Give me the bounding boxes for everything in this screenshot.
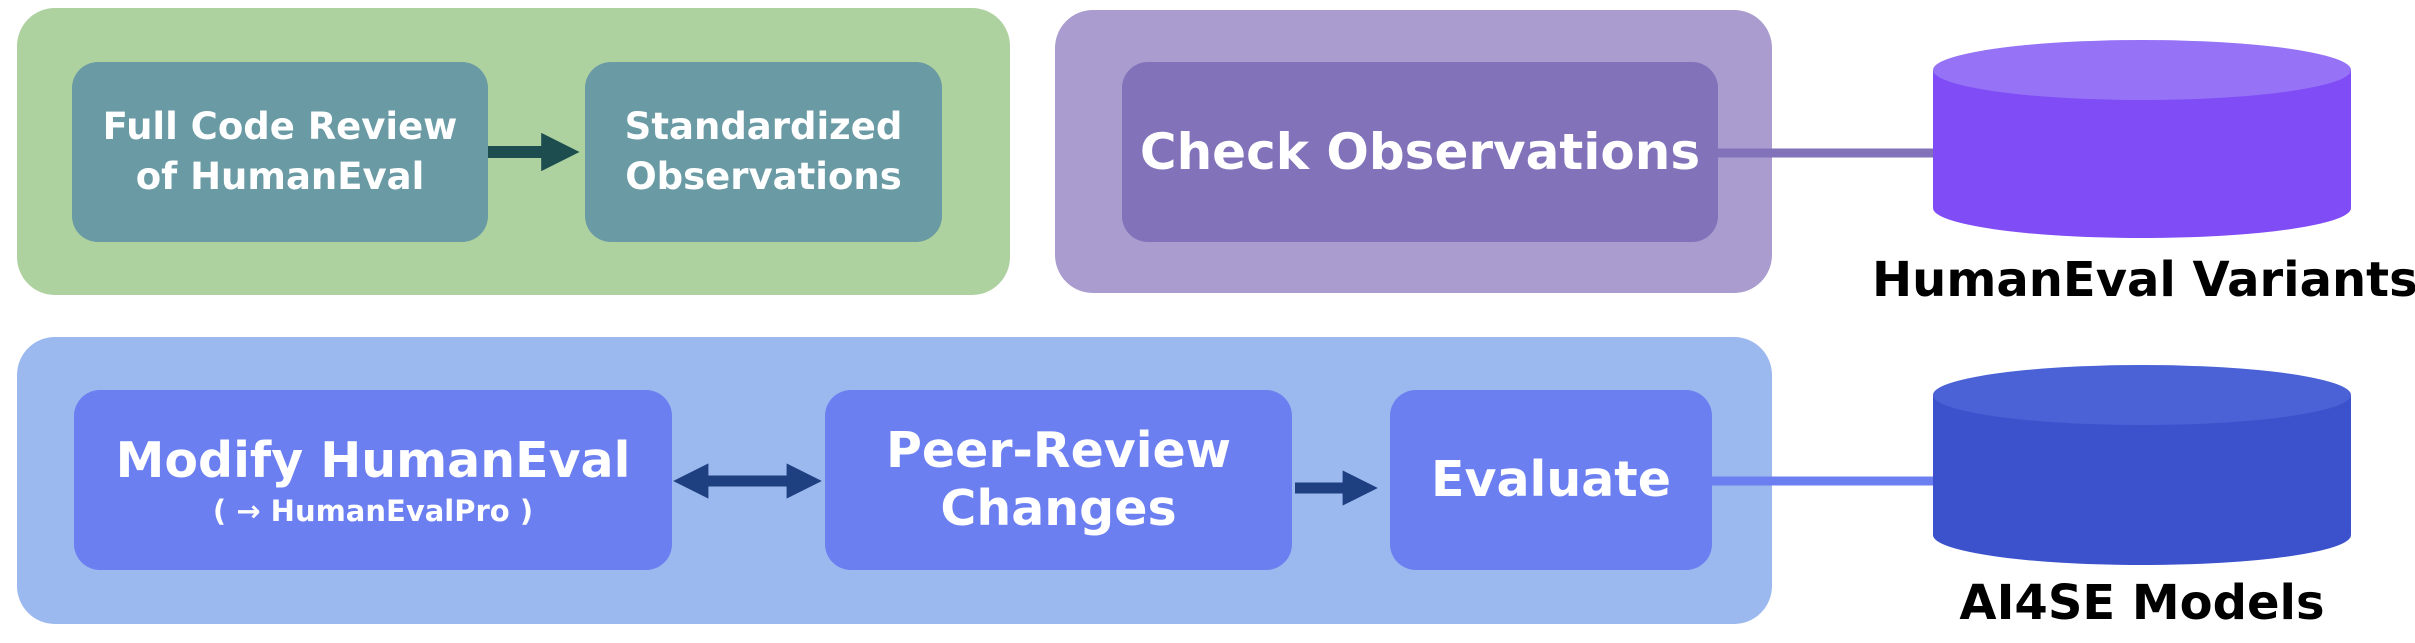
humaneval-variants-label: HumanEval Variants	[1872, 252, 2415, 308]
peer-review-changes-box: Peer-Review Changes	[825, 390, 1292, 570]
check-observations-label: Check Observations	[1139, 123, 1701, 181]
standardized-line1: Standardized	[624, 105, 903, 148]
humanevalpro-sublabel: ( → HumanEvalPro )	[212, 494, 534, 528]
check-observations-box: Check Observations	[1122, 62, 1718, 242]
full-code-review-line1: Full Code Review	[102, 105, 458, 148]
models-database-icon	[1933, 365, 2351, 565]
ai4se-models-label: AI4SE Models	[1959, 575, 2325, 631]
full-code-review-box: Full Code Review of HumanEval	[72, 62, 488, 242]
peer-review-line2: Changes	[940, 480, 1177, 537]
evaluate-label: Evaluate	[1431, 451, 1671, 508]
peer-review-line1: Peer-Review	[885, 422, 1232, 479]
standardized-observations-box: Standardized Observations	[585, 62, 942, 242]
full-code-review-line2: of HumanEval	[135, 155, 425, 198]
variants-database-icon	[1933, 40, 2351, 238]
standardized-line2: Observations	[625, 155, 902, 198]
evaluate-box: Evaluate	[1390, 390, 1712, 570]
modify-humaneval-label: Modify HumanEval	[115, 432, 631, 489]
modify-humaneval-box: Modify HumanEval ( → HumanEvalPro )	[74, 390, 672, 570]
